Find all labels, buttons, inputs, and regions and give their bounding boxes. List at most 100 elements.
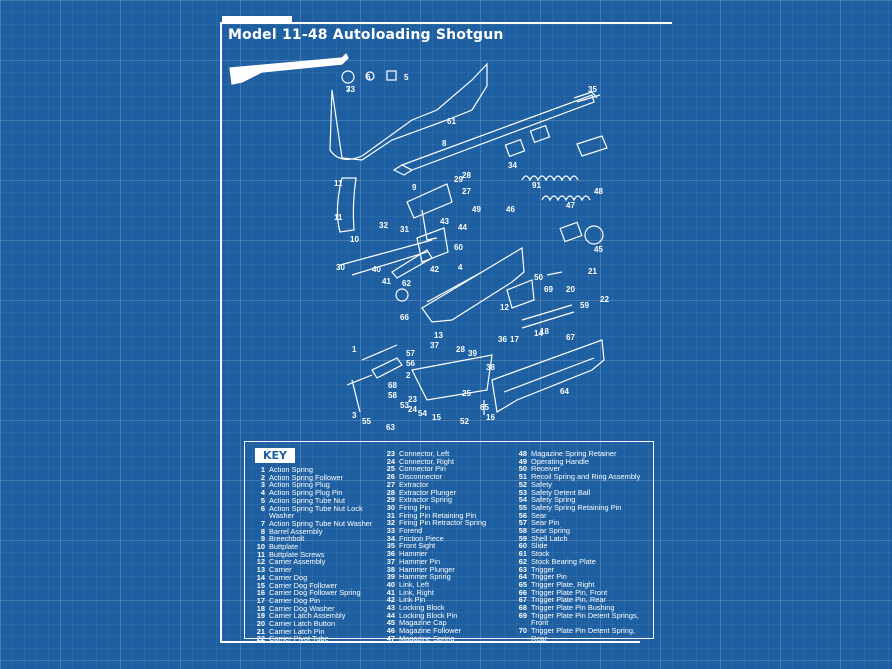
key-item-number	[509, 635, 527, 643]
key-item-number: 19	[256, 611, 265, 621]
key-item-name: Recoil Spring and Ring Assembly	[531, 472, 641, 482]
key-item-number: 9	[260, 534, 265, 544]
key-item-number: 16	[256, 588, 265, 598]
key-item-number: 64	[518, 572, 527, 582]
key-item-number: 33	[386, 526, 395, 536]
callout-number: 10	[350, 235, 359, 244]
key-item-name: Sear	[531, 510, 547, 520]
key-item-name: Carrier Latch Assembly	[269, 611, 346, 621]
key-item-number: 62	[518, 556, 527, 566]
callout-number: 13	[434, 331, 443, 340]
callout-number: 28	[462, 171, 471, 180]
key-item: 28 Extractor Plunger	[377, 487, 517, 497]
key-item-name: Hammer Spring	[399, 572, 451, 582]
callout-number: 25	[462, 389, 471, 398]
callout-number: 65	[480, 403, 489, 412]
callout-number: 4	[458, 263, 463, 272]
key-item-number: 67	[518, 595, 527, 605]
key-item-number: 8	[260, 526, 265, 536]
key-item-name: Link, Right	[399, 587, 434, 597]
key-item-number: 56	[518, 510, 527, 520]
key-item-number: 70	[518, 626, 527, 636]
key-item-number: 48	[518, 449, 527, 458]
key-item-name: Extractor Plunger	[399, 487, 457, 497]
key-item-number: 27	[386, 479, 395, 489]
key-item-name: Action Spring Follower	[269, 472, 343, 482]
key-item-name: Disconnector	[399, 472, 443, 482]
key-item-number: 34	[386, 533, 395, 543]
key-item-name: Trigger	[531, 564, 555, 574]
key-item-number: 17	[256, 595, 265, 605]
key-item: 19 Carrier Latch Assembly	[247, 612, 387, 620]
key-item-name: Buttplate	[269, 542, 299, 552]
key-item-name: Connector Pin	[399, 464, 446, 474]
key-item-number: 42	[386, 595, 395, 605]
key-item: 9 Breechbolt	[247, 535, 387, 543]
callout-number: 11	[334, 179, 343, 188]
callout-number: 12	[500, 303, 509, 312]
callout-number: 56	[406, 359, 415, 368]
key-item-name: Carrier Dog Washer	[269, 603, 335, 613]
key-item: 53 Safety Detent Ball	[509, 487, 653, 497]
key-item-name: Breechbolt	[269, 534, 305, 544]
key-item-name: Firing Pin Retractor Spring	[399, 518, 487, 528]
callout-number: 28	[456, 345, 465, 354]
callout-number: 22	[600, 295, 609, 304]
magazine-cap	[584, 225, 604, 245]
callout-number: 66	[400, 313, 409, 322]
key-item-name: Trigger Plate Pin, Front	[531, 587, 608, 597]
key-item-number: 6	[260, 503, 265, 513]
key-item-name: Action Spring Tube Nut	[269, 495, 346, 505]
shotgun-silhouette	[229, 52, 349, 85]
callout-number: 15	[432, 413, 441, 422]
key-item-name: Connector, Right	[399, 456, 455, 466]
key-item-name: Receiver	[531, 464, 561, 474]
key-item-name: Sear Spring	[531, 526, 571, 536]
key-item-name: Stock Bearing Plate	[531, 556, 596, 566]
key-item-number: 21	[256, 626, 265, 636]
key-item-name: Locking Block	[399, 603, 445, 613]
callout-number: 60	[454, 243, 463, 252]
key-item-name: Magazine Cap	[399, 618, 447, 628]
key-item-name: Hammer	[399, 549, 428, 559]
key-item-name: Shell Latch	[531, 533, 568, 543]
callout-number: 44	[458, 223, 467, 232]
stock-part	[329, 62, 488, 161]
key-item-name: Magazine Follower	[399, 626, 462, 636]
key-item-number: 28	[386, 487, 395, 497]
callout-number: 57	[406, 349, 415, 358]
key-item-name: Carrier Latch Button	[269, 619, 336, 629]
key-item-number: 61	[518, 549, 527, 559]
buttplate-part	[336, 177, 357, 233]
key-item-number: 39	[386, 572, 395, 582]
key-item-name: Safety Detent Ball	[531, 487, 591, 497]
callout-number: 59	[580, 301, 589, 310]
key-item-number: 53	[518, 487, 527, 497]
key-item-name: Barrel Assembly	[269, 526, 323, 536]
callout-number: 36	[498, 335, 507, 344]
key-item-number: 69	[518, 610, 527, 620]
key-item-name: Hammer Pin	[399, 556, 441, 566]
key-item-name: Carrier Pivot Tube	[269, 634, 329, 644]
diagram-title: Model 11-48 Autoloading Shotgun	[228, 27, 504, 43]
